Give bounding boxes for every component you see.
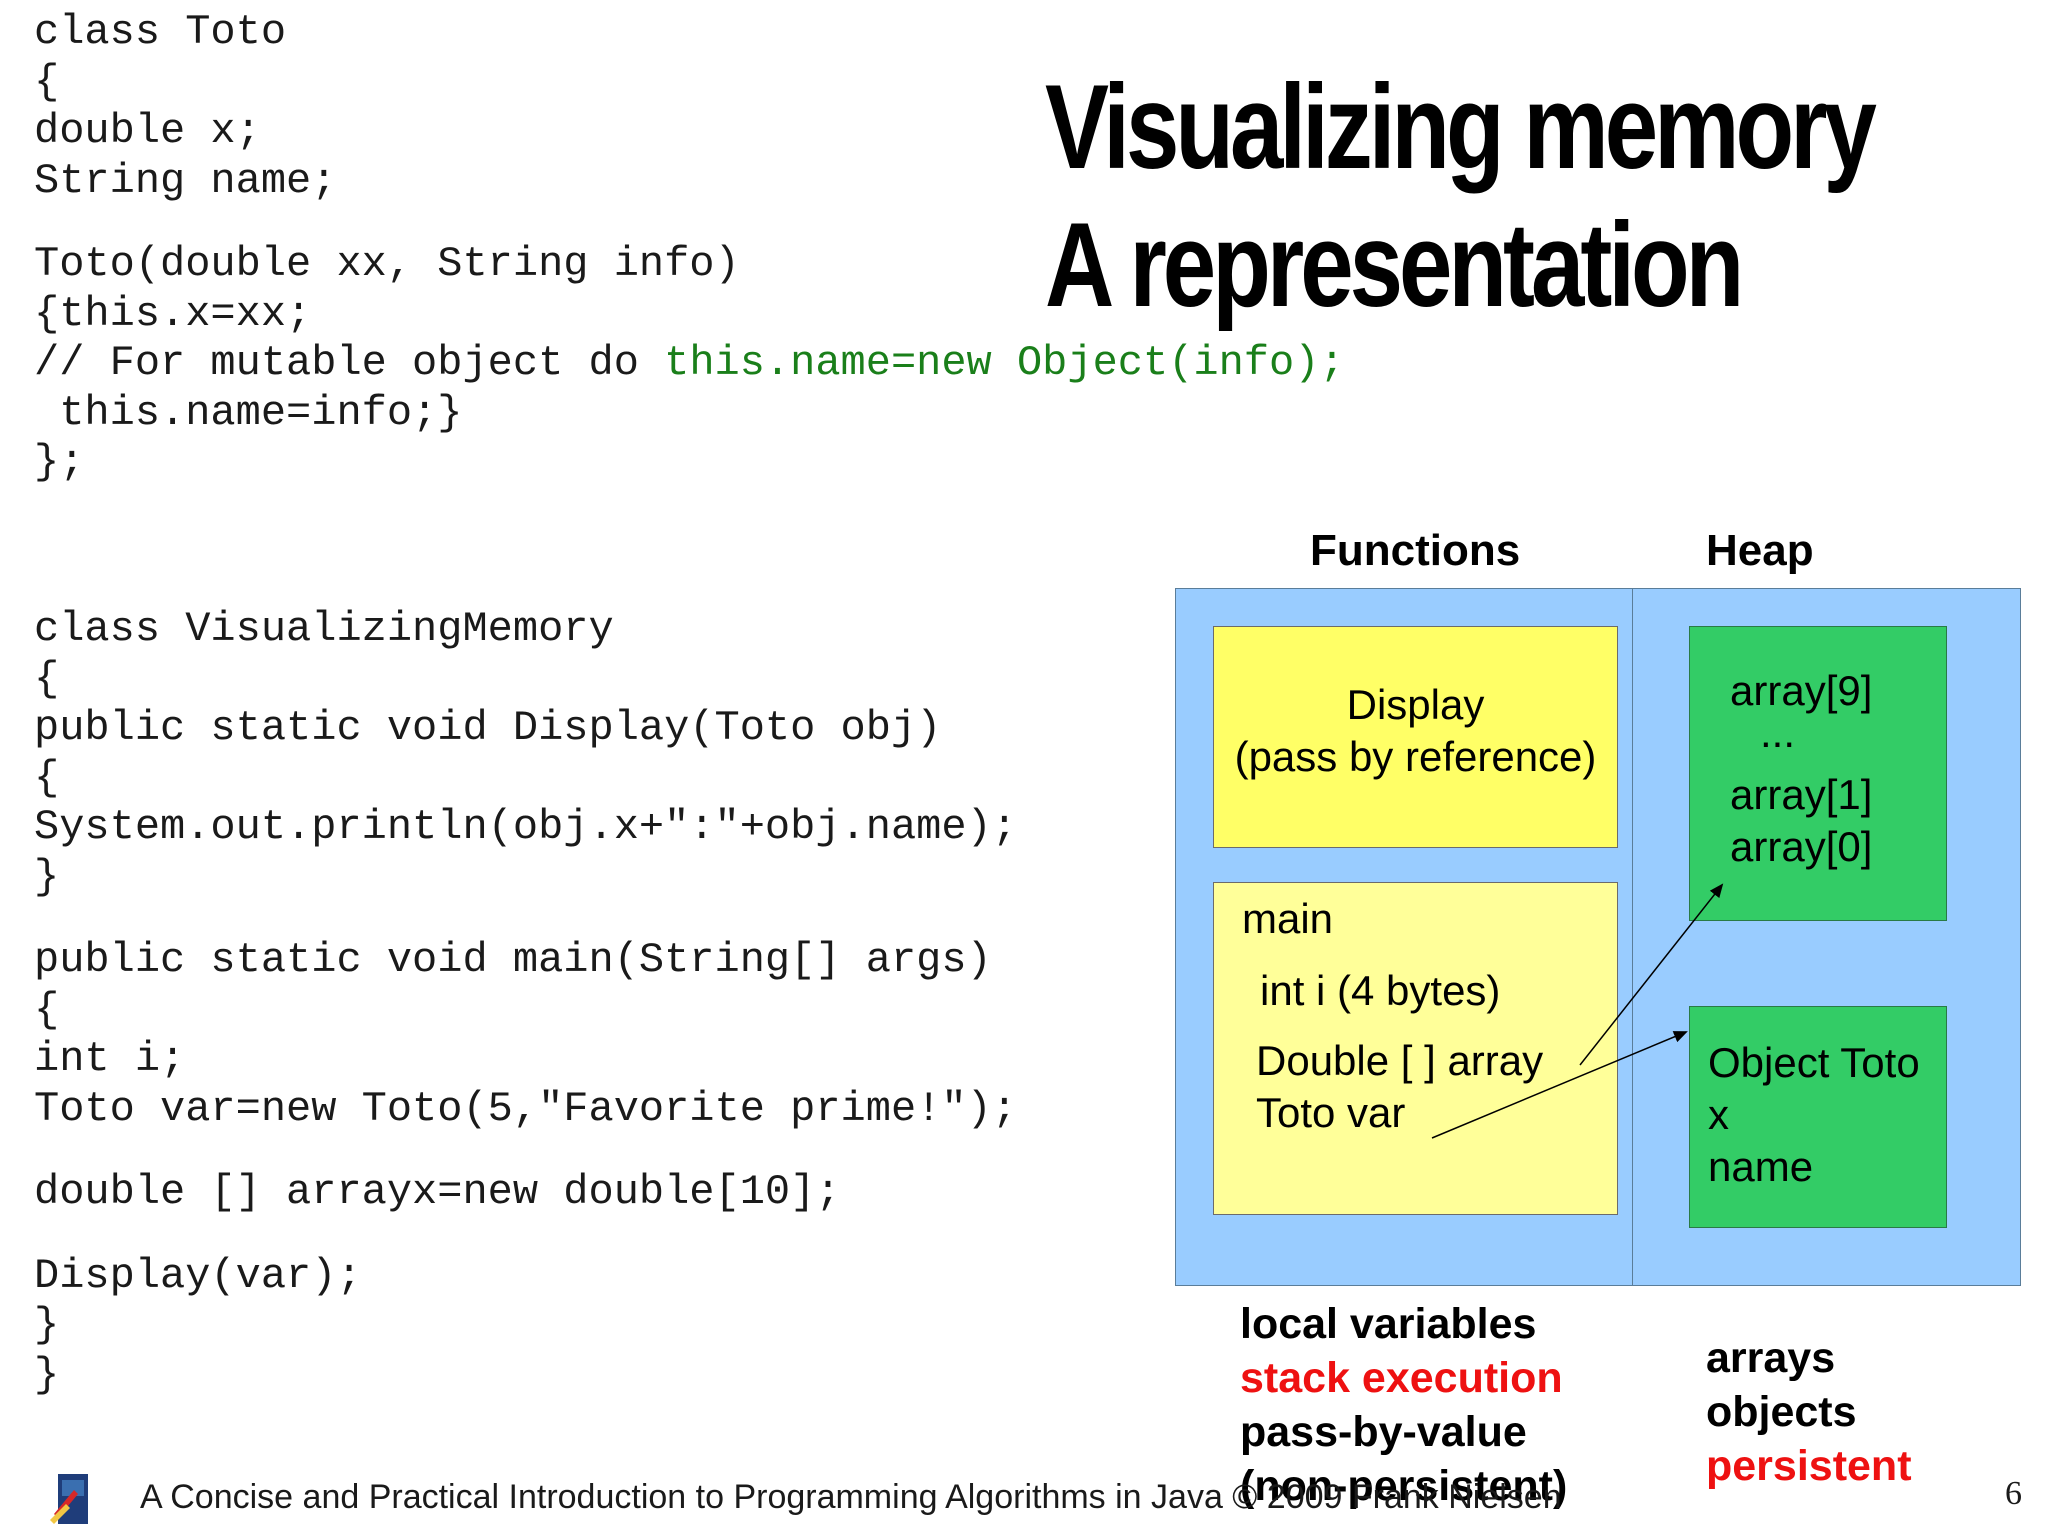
code-line: public static void main(String[] args) xyxy=(34,936,1017,986)
display-frame-box: Display (pass by reference) xyxy=(1213,626,1618,848)
code-text: { xyxy=(34,753,60,802)
code-text: { xyxy=(34,985,60,1034)
code-line: public static void Display(Toto obj) xyxy=(34,704,1017,754)
stack-legend-non-persistent: (non-persistent) xyxy=(1240,1462,1568,1510)
code-text: // For mutable object do xyxy=(34,339,665,387)
code-text: double [] arrayx=new double[10]; xyxy=(34,1168,841,1216)
code-line: Display(var); xyxy=(34,1252,1017,1302)
stack-legend-local-variables: local variables xyxy=(1240,1300,1537,1348)
display-frame-label: Display xyxy=(1346,681,1485,728)
heap-object-toto-box: Object Toto x name xyxy=(1689,1006,1947,1228)
display-frame-note: (pass by reference) xyxy=(1234,733,1597,780)
stack-heap-divider xyxy=(1632,589,1633,1285)
code-text: {this.x=xx; xyxy=(34,289,312,338)
code-line: double [] arrayx=new double[10]; xyxy=(34,1168,1017,1218)
code-line: { xyxy=(34,655,1017,705)
code-text: int i; xyxy=(34,1035,186,1083)
code-line: this.name=info;} xyxy=(34,389,1345,439)
code-line: System.out.println(obj.x+":"+obj.name); xyxy=(34,803,1017,853)
code-line: // For mutable object do this.name=new O… xyxy=(34,339,1345,389)
code-listing-visualizing-memory: class VisualizingMemory{public static vo… xyxy=(34,605,1017,1400)
code-highlight-green: this.name=new Object(info); xyxy=(664,339,1345,387)
code-text: this.name=info;} xyxy=(34,388,463,437)
code-line: int i; xyxy=(34,1035,1017,1085)
code-text: class Toto xyxy=(34,8,287,56)
code-listing-toto: class Toto{double x;String name; Toto(dou… xyxy=(34,8,1345,488)
code-line: } xyxy=(34,1301,1017,1351)
code-line: } xyxy=(34,853,1017,903)
functions-header: Functions xyxy=(1310,526,1521,575)
code-text: Toto(double xx, String info) xyxy=(34,240,740,288)
array-element-0: array[0] xyxy=(1730,823,1873,870)
code-text: class VisualizingMemory xyxy=(34,605,614,653)
code-line: { xyxy=(34,58,1345,108)
code-line: double x; xyxy=(34,107,1345,157)
code-line: Toto var=new Toto(5,"Favorite prime!"); xyxy=(34,1085,1017,1135)
code-line: class Toto xyxy=(34,8,1345,58)
footer-citation: A Concise and Practical Introduction to … xyxy=(140,1478,1562,1516)
ecole-polytechnique-logo-icon xyxy=(50,1474,88,1524)
code-line: { xyxy=(34,986,1017,1036)
object-field-x: x xyxy=(1708,1091,1729,1138)
code-text: { xyxy=(34,654,60,703)
slide-title-line2: A representation xyxy=(1045,198,1744,332)
code-text: System.out.println(obj.x+":"+obj.name); xyxy=(34,803,1017,851)
code-text: } xyxy=(34,852,60,901)
heap-legend-arrays: arrays xyxy=(1706,1334,1836,1382)
code-text: { xyxy=(34,57,60,106)
code-line: {this.x=xx; xyxy=(34,290,1345,340)
object-pointer-arrow xyxy=(1431,1031,1688,1139)
heap-array-box: array[9] ... array[1] array[0] xyxy=(1689,626,1947,921)
main-frame-box: main int i (4 bytes) Double [ ] array To… xyxy=(1213,882,1618,1215)
main-var-toto-var: Toto var xyxy=(1256,1089,1406,1136)
code-line: }; xyxy=(34,438,1345,488)
code-line: } xyxy=(34,1351,1017,1401)
object-field-name: name xyxy=(1708,1143,1814,1190)
code-line: class VisualizingMemory xyxy=(34,605,1017,655)
object-toto-label: Object Toto xyxy=(1708,1039,1920,1086)
code-text: public static void main(String[] args) xyxy=(34,936,992,984)
code-line: String name; xyxy=(34,157,1345,207)
code-text: Display(var); xyxy=(34,1251,362,1300)
code-text: } xyxy=(34,1350,60,1399)
page-number: 6 xyxy=(2005,1475,2022,1512)
stack-legend-pass-by-value: pass-by-value xyxy=(1240,1408,1527,1456)
array-ellipsis: ... xyxy=(1760,709,1796,756)
code-text: String name; xyxy=(34,156,337,205)
memory-diagram-panel: Display (pass by reference) main int i (… xyxy=(1175,588,2021,1286)
code-text: } xyxy=(34,1301,60,1349)
heap-legend: arrays objects persistent xyxy=(1706,1331,1912,1493)
main-var-int-i: int i (4 bytes) xyxy=(1260,967,1501,1014)
array-element-9: array[9] xyxy=(1730,667,1873,714)
code-text: Toto var=new Toto(5,"Favorite prime!"); xyxy=(34,1084,1017,1133)
code-text: public static void Display(Toto obj) xyxy=(34,704,942,752)
code-text: }; xyxy=(34,438,85,486)
heap-legend-objects: objects xyxy=(1706,1388,1857,1436)
slide-title-line1: Visualizing memory xyxy=(1045,60,1877,194)
array-pointer-arrow xyxy=(1579,883,1724,1066)
array-element-1: array[1] xyxy=(1730,771,1873,818)
heap-header: Heap xyxy=(1706,526,1814,575)
code-text: double x; xyxy=(34,107,261,155)
heap-legend-persistent: persistent xyxy=(1706,1442,1912,1490)
slide-title: Visualizing memory A representation xyxy=(1045,58,1877,334)
main-var-double-array: Double [ ] array xyxy=(1256,1037,1544,1084)
code-line: { xyxy=(34,754,1017,804)
stack-legend-stack-execution: stack execution xyxy=(1240,1354,1563,1402)
main-frame-label: main xyxy=(1242,895,1334,942)
stack-legend: local variables stack execution pass-by-… xyxy=(1240,1297,1567,1513)
code-line: Toto(double xx, String info) xyxy=(34,240,1345,290)
